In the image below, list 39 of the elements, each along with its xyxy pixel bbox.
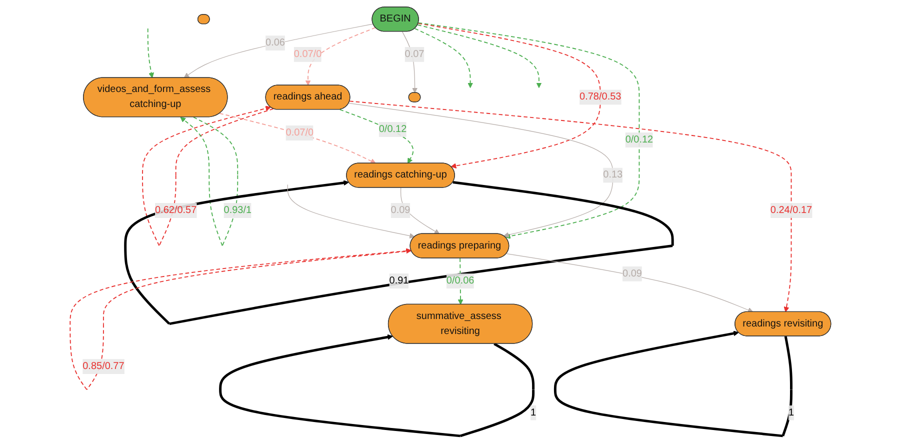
arrow [142,106,274,246]
arrow [219,112,376,164]
edge-label: 0.85/0.77 [82,360,124,372]
edge-label: 0.62/0.57 [155,204,197,216]
edge-label: 1 [530,407,536,418]
arrow [180,116,238,246]
arrow [506,253,754,313]
edge-label: 1 [788,407,794,418]
arrow [147,28,154,78]
edge-label: 0.13 [603,170,623,180]
edge-label: 0/0.12 [378,124,407,134]
edge-label: 0/0.12 [625,134,654,145]
arrow [417,24,542,88]
arrow [339,109,414,164]
arrow [348,102,614,238]
edge-label: 0.78/0.53 [580,92,622,102]
arrow [219,334,535,438]
edge-label: 0.91 [389,275,409,286]
arrow [124,180,674,326]
arrow [305,27,376,86]
arrow [402,31,418,94]
edge-label: 0.07/0 [294,48,322,60]
edge-label: 0.07 [404,48,424,60]
arrow [349,100,792,312]
arrow [400,187,440,234]
arrow [418,22,601,168]
arrow [554,330,792,438]
edge-label: 0.09 [622,268,642,279]
edge-label: 0/0.06 [446,275,474,286]
edge-label: 0.09 [390,204,410,216]
arrow [184,24,374,78]
edge-label: 0.24/0.17 [770,204,812,216]
arrow [287,184,415,238]
arrow [70,248,412,390]
edge-label: 0.93/1 [224,204,252,216]
arrow [418,22,640,239]
edge-label: 0.07/0 [286,127,314,138]
edge-label: 0.06 [266,37,285,48]
arrow [414,28,474,88]
